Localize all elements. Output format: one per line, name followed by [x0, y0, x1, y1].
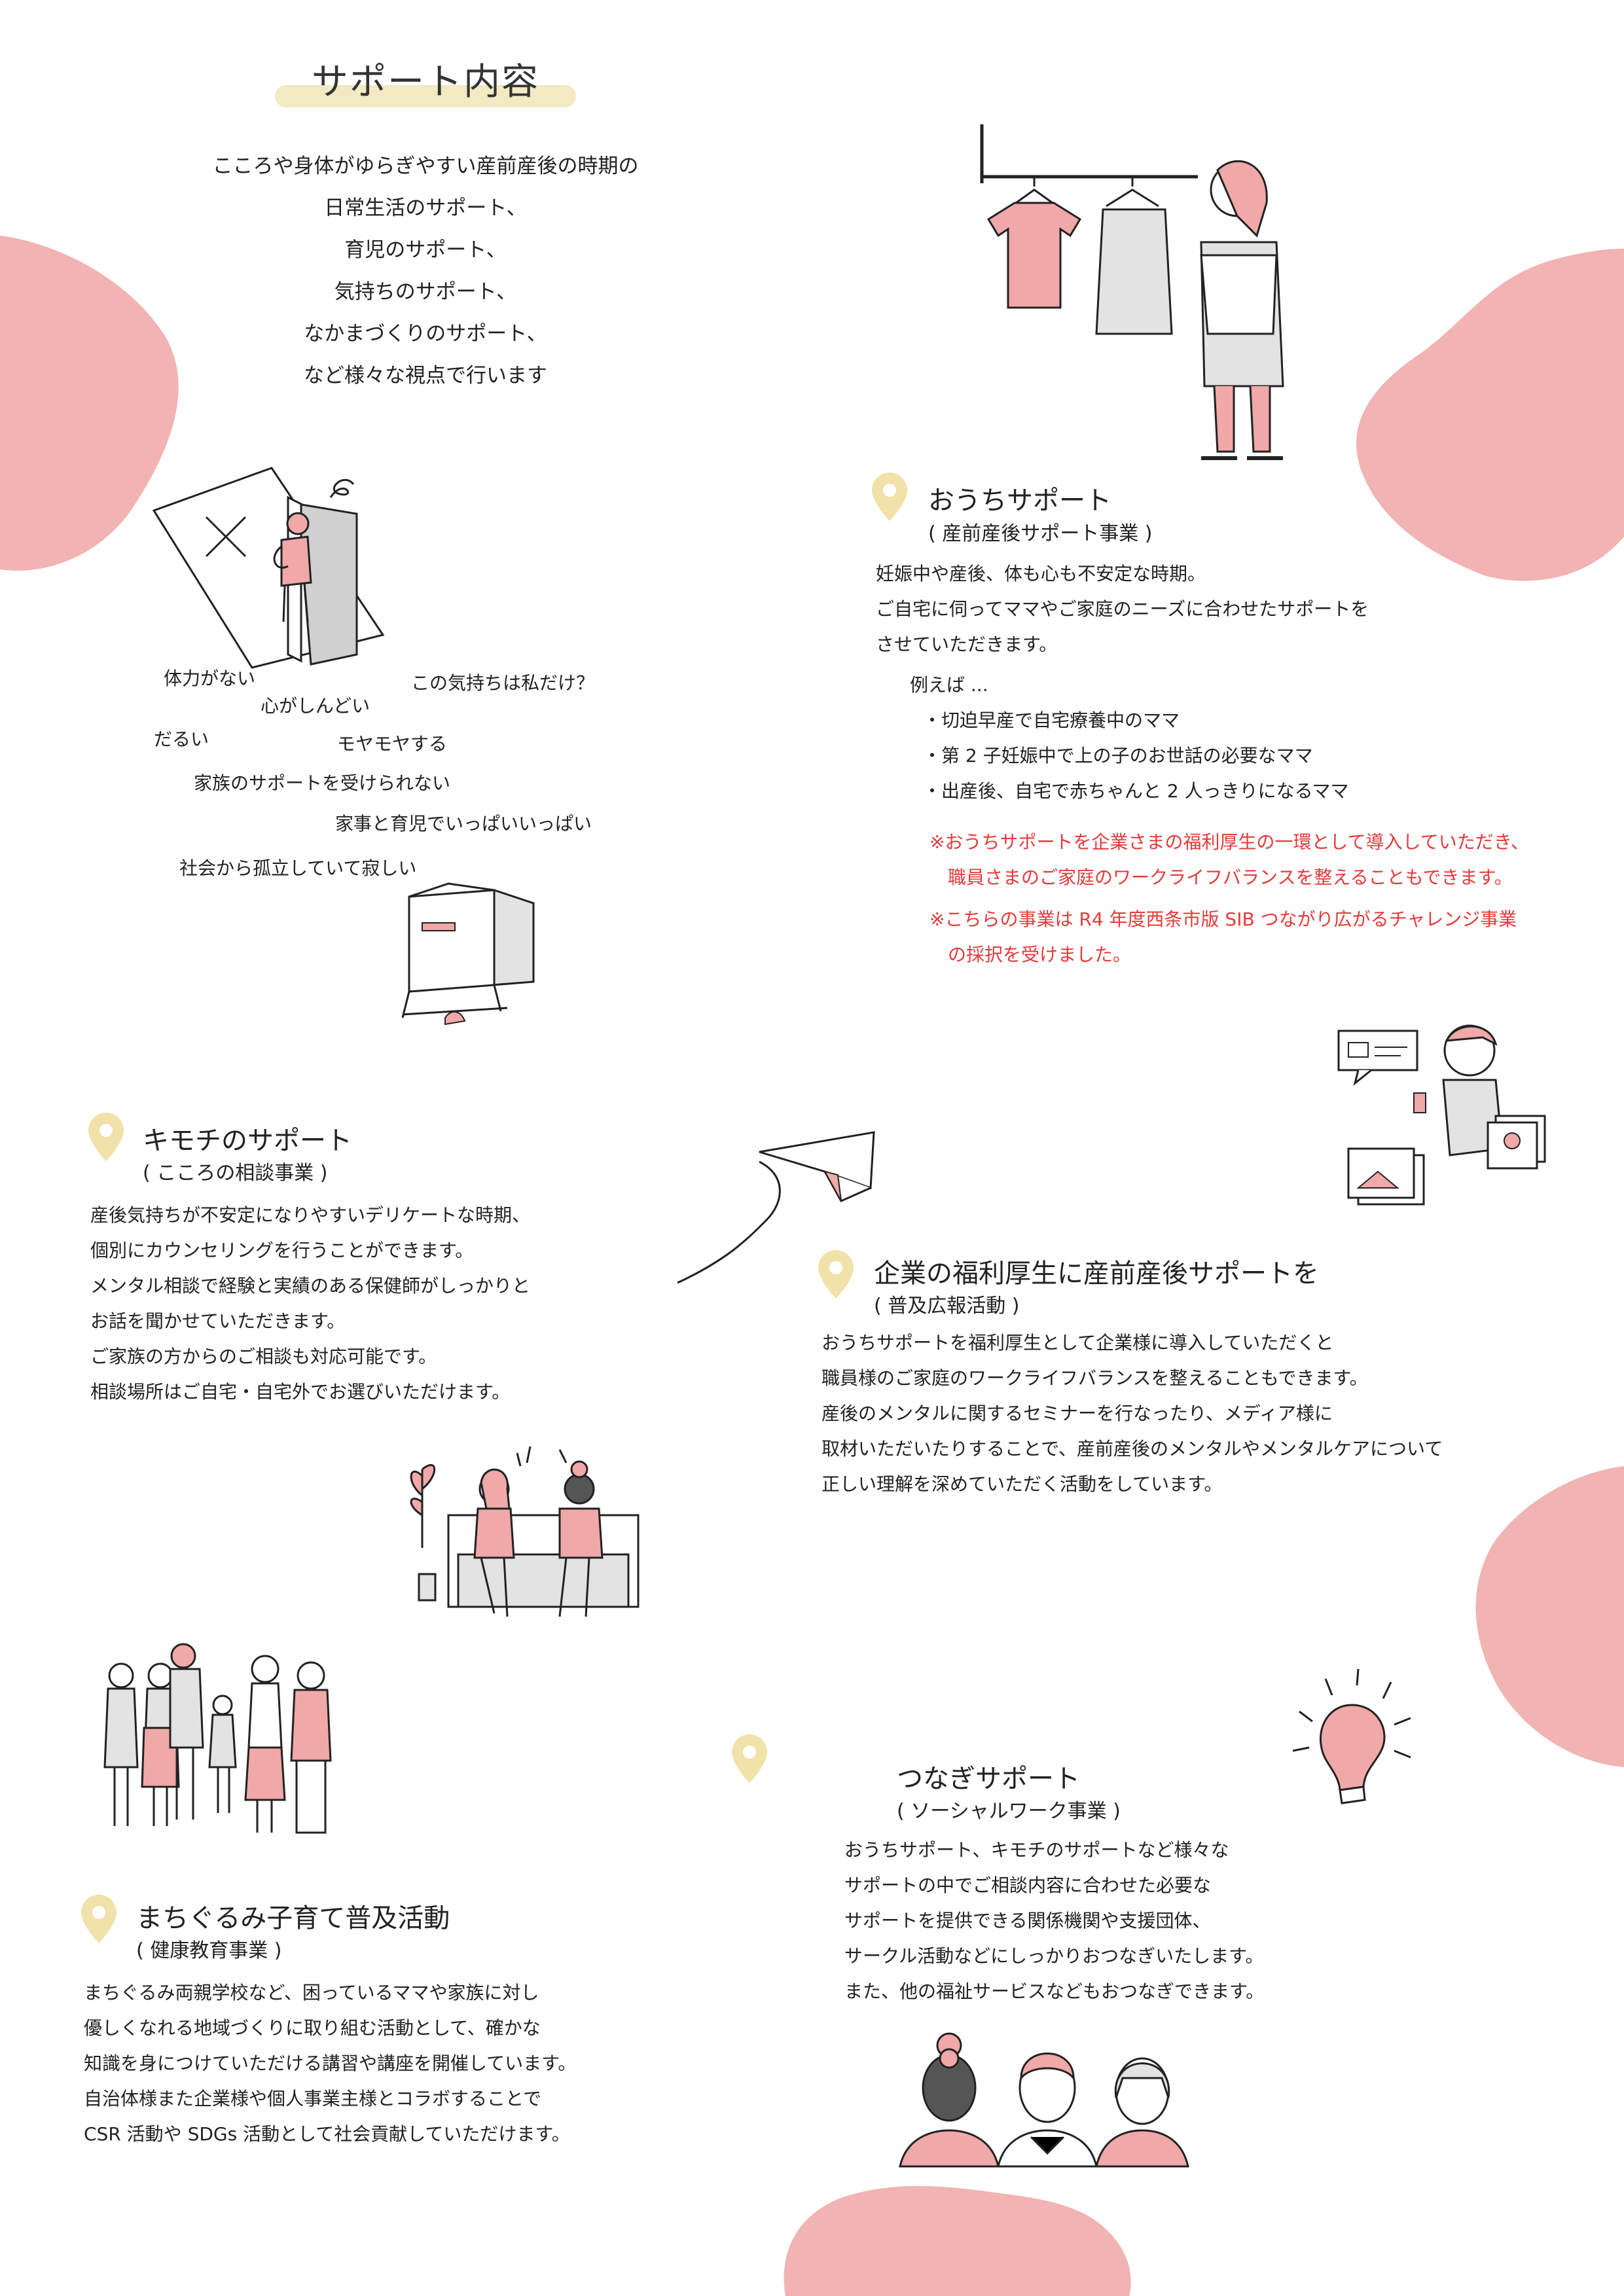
machi-line: 自治体様また企業様や個人事業主様とコラボすることで — [84, 2088, 542, 2109]
lightbulb-icon — [1292, 1668, 1411, 1804]
ouchi-title: おうちサポート — [928, 486, 1111, 516]
example-item: ・第 2 子妊娠中で上の子のお世話の必要なママ — [923, 745, 1313, 766]
ouchi-line: ご自宅に伺ってママやご家庭のニーズに合わせたサポートを — [876, 598, 1369, 620]
note-line: ※おうちサポートを企業さまの福利厚生の一環として導入していただき、 — [929, 831, 1529, 853]
ouchi-examples: 例えば ... ・切迫早産で自宅療養中のママ ・第 2 子妊娠中で上の子のお世話… — [910, 668, 1349, 809]
machi-line: 知識を身につけていただける講習や講座を開催しています。 — [84, 2053, 577, 2074]
title-highlight — [275, 85, 576, 107]
kimochi-line: 産後気持ちが不安定になりやすいデリケートな時期、 — [90, 1204, 531, 1226]
intro-text: こころや身体がゆらぎやすい産前産後の時期の 日常生活のサポート、 育児のサポート… — [157, 145, 694, 397]
machi-title: まちぐるみ子育て普及活動 — [136, 1903, 450, 1933]
phone-woman-illustration — [1337, 1024, 1546, 1206]
pink-blob-top-right — [1356, 249, 1624, 581]
title-block: サポート内容 — [275, 52, 576, 115]
worry-text: 家事と育児でいっぱいいっぱい — [335, 813, 592, 834]
kimochi-title: キモチのサポート — [143, 1126, 352, 1156]
worry-text: 心がしんどい — [261, 695, 370, 717]
machi-line: まちぐるみ両親学校など、困っているママや家族に対し — [84, 1982, 539, 2003]
family-illustration — [103, 1643, 332, 1834]
kimochi-body: 産後気持ちが不安定になりやすいデリケートな時期、 個別にカウンセリングを行うこと… — [90, 1198, 530, 1410]
clothes-rack-illustration — [980, 124, 1284, 460]
paper-plane-icon — [677, 1131, 875, 1284]
tsunagi-line: また、他の福祉サービスなどもおつなぎできます。 — [844, 1981, 1265, 2002]
tsunagi-line: サポートを提供できる関係機関や支援団体、 — [844, 1910, 1211, 1931]
kimochi-line: 個別にカウンセリングを行うことができます。 — [90, 1240, 474, 1261]
note-line: 職員さまのご家庭のワークライフバランスを整えることもできます。 — [929, 867, 1513, 888]
kigyou-line: 産後のメンタルに関するセミナーを行なったり、メディア様に — [821, 1403, 1333, 1424]
worry-text: モヤモヤする — [337, 733, 448, 755]
machi-line: CSR 活動や SDGs 活動として社会貢献していただけます。 — [84, 2123, 570, 2145]
worry-text: 家族のサポートを受けられない — [194, 772, 451, 794]
worry-text: この気持ちは私だけ？ — [411, 672, 595, 694]
intro-line: なかまづくりのサポート、 — [304, 322, 547, 346]
intro-line: こころや身体がゆらぎやすい産前産後の時期の — [212, 154, 639, 178]
kimochi-subtitle: ( こころの相談事業 ) — [143, 1162, 328, 1185]
ouchi-line: させていただきます。 — [876, 634, 1058, 655]
ouchi-body: 妊娠中や産後、体も心も不安定な時期。 ご自宅に伺ってママやご家庭のニーズに合わせ… — [876, 556, 1399, 662]
note-line: ※こちらの事業は R4 年度西条市版 SIB つながり広がるチャレンジ事業 — [929, 908, 1517, 930]
tsunagi-line: サポートの中でご相談内容に合わせた必要な — [844, 1874, 1212, 1896]
pin-icon — [818, 1250, 854, 1299]
tsunagi-line: サークル活動などにしっかりおつなぎいたします。 — [844, 1945, 1264, 1967]
note-line: の採択を受けました。 — [929, 944, 1132, 965]
kigyou-line: おうちサポートを福利厚生として企業様に導入していただくと — [821, 1332, 1334, 1354]
tired-woman-illustration — [152, 467, 385, 669]
kigyou-line: 正しい理解を深めていただく活動をしています。 — [821, 1473, 1223, 1495]
intro-line: 日常生活のサポート、 — [324, 196, 527, 220]
pink-blob-bottom — [784, 2186, 1131, 2296]
machi-body: まちぐるみ両親学校など、困っているママや家族に対し 優しくなれる地域づくりに取り… — [84, 1975, 576, 2152]
pin-icon — [872, 473, 907, 521]
tsunagi-title: つなぎサポート — [897, 1764, 1080, 1794]
kigyou-body: おうちサポートを福利厚生として企業様に導入していただくと 職員様のご家庭のワーク… — [821, 1325, 1443, 1502]
ouchi-subtitle: ( 産前産後サポート事業 ) — [928, 522, 1153, 545]
box-person-illustration — [401, 882, 535, 1026]
pin-icon — [81, 1895, 117, 1943]
tsunagi-body: おうちサポート、キモチのサポートなど様々な サポートの中でご相談内容に合わせた必… — [844, 1833, 1264, 2009]
kigyou-line: 取材いただいたりすることで、産前産後のメンタルやメンタルケアについて — [821, 1438, 1443, 1460]
kimochi-line: 相談場所はご自宅・自宅外でお選びいただけます。 — [90, 1381, 511, 1403]
page-title: サポート内容 — [312, 61, 539, 103]
example-item: ・切迫早産で自宅療養中のママ — [923, 709, 1180, 731]
machi-line: 優しくなれる地域づくりに取り組む活動として、確かな — [84, 2017, 541, 2039]
pin-icon — [88, 1113, 124, 1161]
counseling-illustration — [410, 1446, 640, 1617]
tsunagi-subtitle: ( ソーシャルワーク事業 ) — [897, 1800, 1121, 1823]
worry-text: 体力がない — [164, 668, 256, 689]
kimochi-line: ご家族の方からのご相談も対応可能です。 — [90, 1346, 437, 1367]
worry-text: だるい — [154, 728, 209, 750]
kimochi-line: お話を聞かせていただきます。 — [90, 1310, 346, 1332]
pink-blob-left — [0, 236, 179, 571]
worry-text: 社会から孤立していて寂しい — [179, 857, 417, 879]
example-label: 例えば ... — [910, 674, 988, 696]
three-people-illustration — [899, 2032, 1189, 2168]
ouchi-line: 妊娠中や産後、体も心も不安定な時期。 — [876, 563, 1206, 584]
example-item: ・出産後、自宅で赤ちゃんと 2 人っきりになるママ — [923, 780, 1349, 802]
tsunagi-line: おうちサポート、キモチのサポートなど様々な — [844, 1839, 1229, 1861]
kigyou-subtitle: ( 普及広報活動 ) — [874, 1295, 1020, 1318]
machi-subtitle: ( 健康教育事業 ) — [136, 1939, 282, 1962]
pin-icon — [732, 1734, 767, 1783]
kigyou-title: 企業の福利厚生に産前産後サポートを — [874, 1259, 1319, 1289]
kimochi-line: メンタル相談で経験と実績のある保健師がしっかりと — [90, 1275, 531, 1297]
intro-line: 気持ちのサポート、 — [334, 280, 517, 304]
pink-blob-mid-right — [1475, 1466, 1624, 1767]
ouchi-notes: ※おうちサポートを企業さまの福利厚生の一環として導入していただき、 職員さまのご… — [929, 825, 1529, 973]
intro-line: 育児のサポート、 — [344, 238, 507, 262]
intro-line: など様々な視点で行います — [304, 364, 547, 387]
kigyou-line: 職員様のご家庭のワークライフバランスを整えることもできます。 — [821, 1367, 1368, 1389]
